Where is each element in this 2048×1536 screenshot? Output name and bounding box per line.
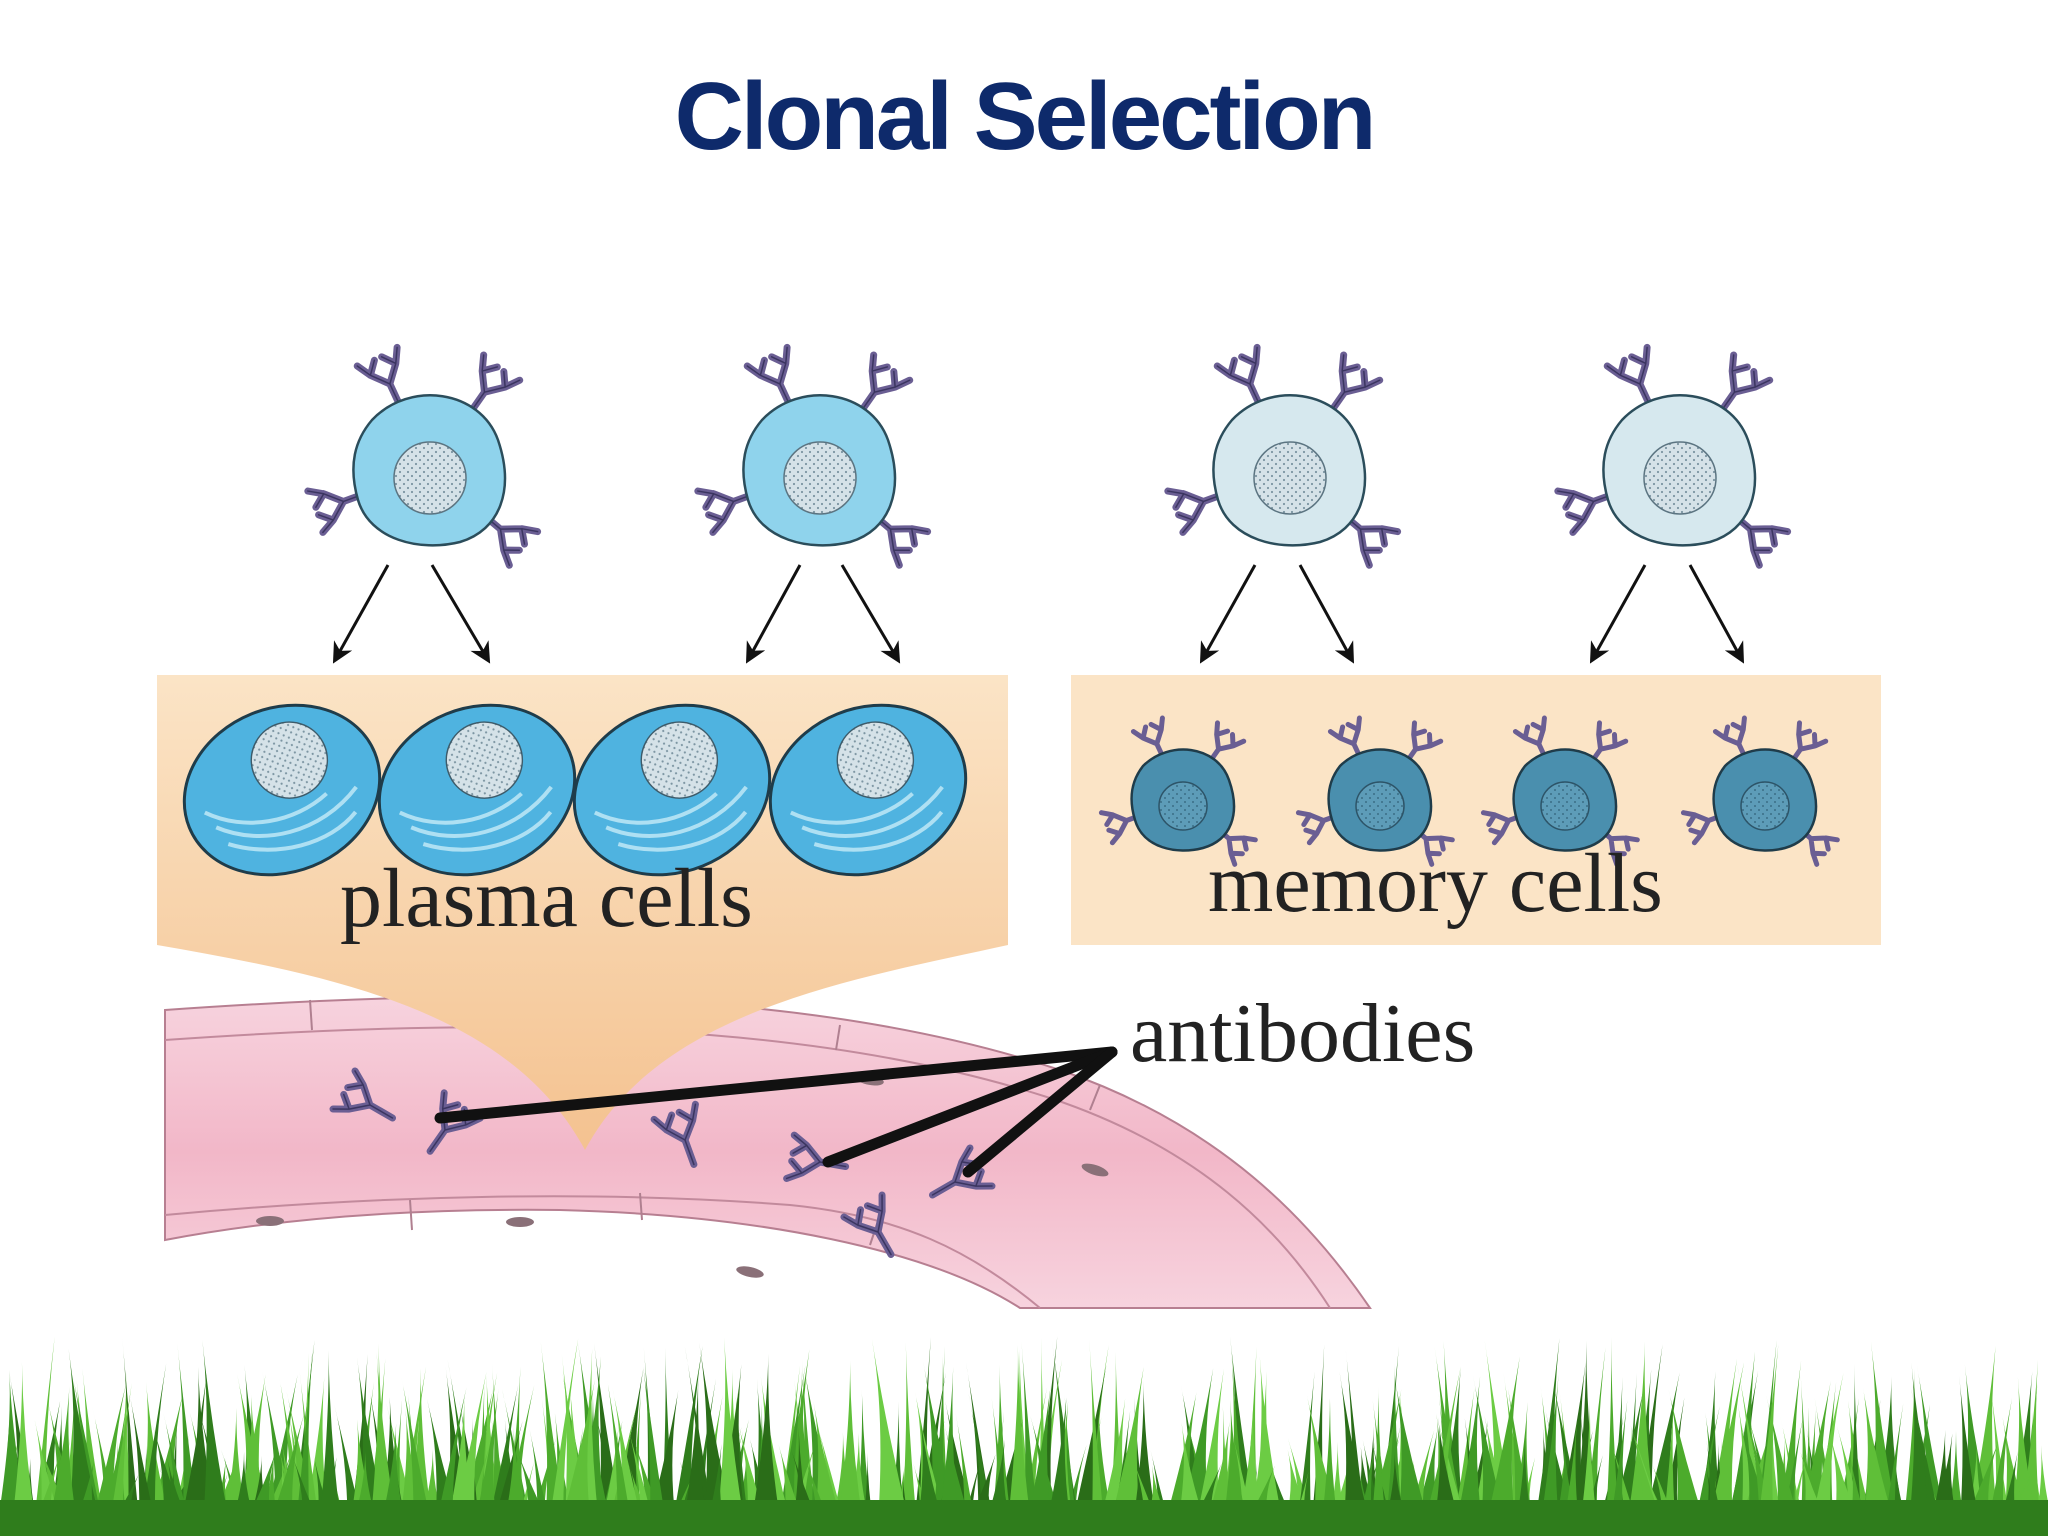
grass-blade — [932, 1346, 946, 1536]
grass-blade — [1089, 1339, 1106, 1536]
arrow — [1589, 564, 1647, 664]
arrow — [430, 564, 491, 664]
antibodies-pointer-lines — [434, 1046, 1118, 1178]
grass-blade — [2019, 1359, 2042, 1536]
b-cell — [308, 347, 538, 565]
grass-blade — [1862, 1385, 1899, 1536]
arrow — [1688, 564, 1745, 664]
grass-blade — [67, 1348, 104, 1536]
plasma-cell — [768, 703, 968, 877]
grass-blade — [10, 1361, 38, 1536]
grass-blade — [557, 1379, 595, 1536]
grass-blade — [202, 1340, 232, 1536]
grass-blade — [645, 1389, 679, 1536]
grass-blade — [1813, 1381, 1837, 1536]
antibodies-label: antibodies — [1130, 987, 1476, 1080]
grass-ground — [0, 1500, 2048, 1536]
grass-blade — [1668, 1389, 1710, 1536]
grass-blade — [715, 1337, 747, 1536]
grass-blade — [540, 1341, 569, 1536]
grass-blade — [1453, 1376, 1484, 1536]
grass-blade — [46, 1386, 80, 1536]
grass-blade — [1107, 1366, 1144, 1536]
grass-blade — [749, 1353, 783, 1536]
grass-blade — [1385, 1363, 1405, 1536]
plasma-cell — [182, 703, 382, 877]
grass-blade — [1252, 1356, 1286, 1536]
arrow — [1199, 564, 1257, 664]
plasma-cells-label: plasma cells — [340, 852, 753, 945]
grass-blade — [1006, 1345, 1033, 1536]
grass-blade — [178, 1373, 207, 1536]
grass-blade — [1756, 1344, 1779, 1536]
grass-blade — [775, 1364, 806, 1536]
slide-title: Clonal Selection — [674, 63, 1377, 170]
plasma-cell — [572, 703, 772, 877]
grass-blade — [1910, 1387, 1943, 1536]
grass-blade — [1131, 1380, 1160, 1536]
grass-border — [0, 1336, 2048, 1536]
grass-blade — [1295, 1371, 1315, 1536]
grass-blade — [605, 1371, 634, 1536]
b-cell — [1558, 347, 1788, 565]
grass-blade — [937, 1366, 961, 1536]
grass-blade — [699, 1342, 736, 1536]
grass-blade — [803, 1365, 842, 1536]
memory-cells-label: memory cells — [1208, 837, 1663, 930]
grass-blade — [547, 1338, 579, 1536]
grass-blade — [472, 1389, 499, 1536]
grass-blade — [670, 1345, 703, 1536]
memory-cell — [1101, 718, 1255, 864]
grass-blade — [1370, 1386, 1388, 1536]
arrow — [745, 564, 802, 664]
b-cell — [698, 347, 928, 565]
grass-blade — [294, 1348, 313, 1536]
grass-blade — [1339, 1371, 1373, 1536]
arrow — [1298, 564, 1355, 664]
grass-blade — [1907, 1362, 1939, 1536]
grass-blade — [561, 1353, 589, 1536]
grass-blade — [0, 1369, 32, 1536]
grass-blade — [1808, 1372, 1844, 1536]
memory-cell — [1483, 718, 1637, 864]
grass-blade — [1436, 1367, 1467, 1536]
grass-blade — [1959, 1375, 1982, 1536]
memory-cell — [1683, 718, 1837, 864]
memory-cell — [1298, 718, 1452, 864]
arrow — [332, 564, 390, 664]
grass-blade — [1394, 1377, 1433, 1536]
grass-blade — [372, 1352, 399, 1536]
grass-blade — [433, 1387, 467, 1536]
grass-blade — [71, 1369, 106, 1536]
plasma-cell — [377, 703, 577, 877]
grass-blade — [1483, 1356, 1520, 1536]
grass-blade — [871, 1339, 913, 1536]
grass-blade — [1024, 1384, 1054, 1536]
grass-blade — [1966, 1346, 2000, 1536]
grass-blade — [89, 1381, 127, 1536]
arrow — [840, 564, 901, 664]
grass-blade — [901, 1342, 919, 1536]
grass-blade — [1776, 1360, 1802, 1536]
grass-blade — [318, 1350, 343, 1536]
grass-blade — [32, 1336, 55, 1536]
grass-blade — [107, 1382, 132, 1536]
b-cell — [1168, 347, 1398, 565]
grass-blade — [1538, 1374, 1561, 1536]
differentiation-arrows — [332, 564, 1745, 664]
grass-blade — [836, 1360, 866, 1536]
grass-blade — [1800, 1374, 1814, 1536]
grass-blade — [681, 1375, 710, 1536]
